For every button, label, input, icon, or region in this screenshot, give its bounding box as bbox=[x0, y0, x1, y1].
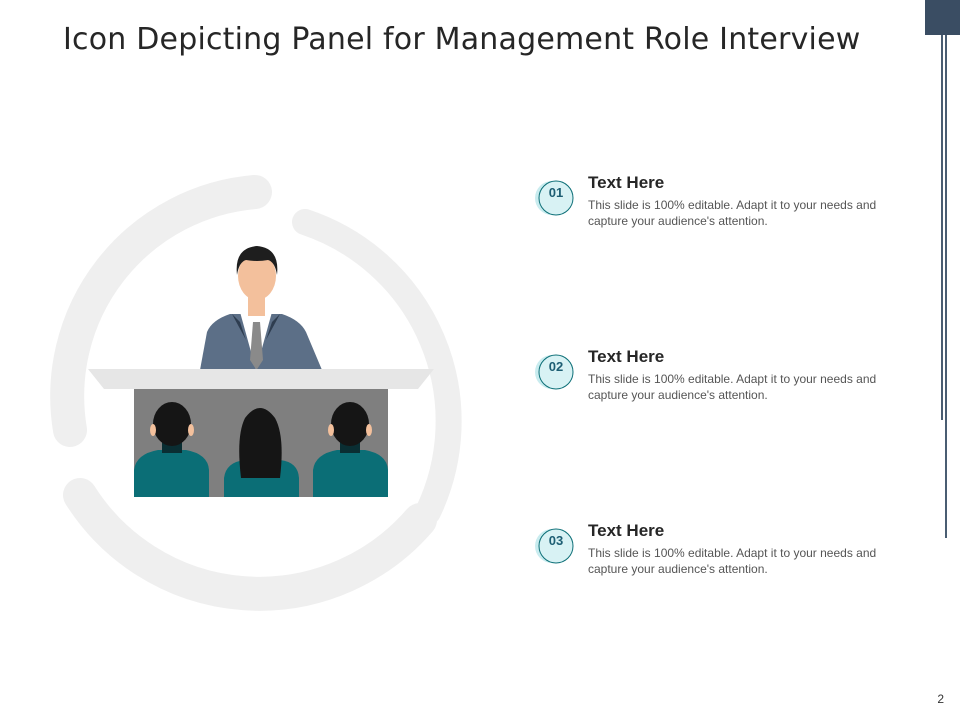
item-number: 01 bbox=[548, 185, 564, 200]
audience-member bbox=[313, 402, 388, 497]
circular-arc-decoration bbox=[50, 175, 462, 611]
number-badge bbox=[535, 354, 574, 390]
text-item-1: 01 Text Here This slide is 100% editable… bbox=[530, 173, 890, 243]
item-number: 03 bbox=[548, 533, 564, 548]
slide-title: Icon Depicting Panel for Management Role… bbox=[63, 22, 861, 57]
side-accent-line bbox=[945, 35, 947, 538]
item-body: This slide is 100% editable. Adapt it to… bbox=[588, 372, 877, 402]
item-body: This slide is 100% editable. Adapt it to… bbox=[588, 198, 877, 228]
audience-member bbox=[224, 408, 299, 497]
corner-accent bbox=[925, 0, 960, 35]
desk-top bbox=[88, 369, 434, 389]
number-badge bbox=[535, 180, 574, 216]
number-badge bbox=[535, 528, 574, 564]
item-number: 02 bbox=[548, 359, 564, 374]
interview-panel-icon bbox=[50, 175, 462, 611]
item-body: This slide is 100% editable. Adapt it to… bbox=[588, 546, 877, 576]
item-heading: Text Here bbox=[588, 347, 665, 366]
side-accent-line bbox=[941, 35, 943, 420]
audience-member bbox=[134, 402, 209, 497]
text-item-2: 02 Text Here This slide is 100% editable… bbox=[530, 347, 890, 417]
interviewer-figure bbox=[200, 246, 322, 370]
page-number: 2 bbox=[937, 692, 944, 706]
item-heading: Text Here bbox=[588, 173, 665, 192]
text-item-3: 03 Text Here This slide is 100% editable… bbox=[530, 521, 890, 591]
item-heading: Text Here bbox=[588, 521, 665, 540]
